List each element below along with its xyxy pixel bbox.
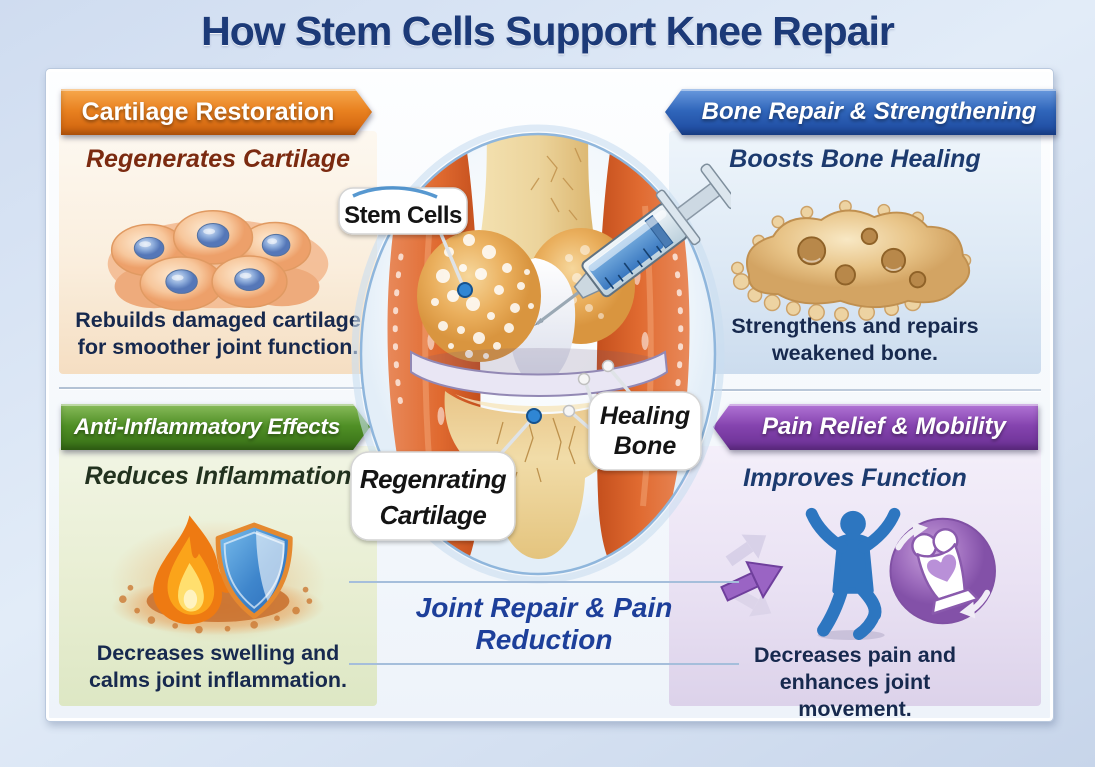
banner-anti-inflammatory: Anti-Inflammatory Effects — [61, 404, 370, 450]
active-person-and-joint-icon — [720, 507, 996, 641]
syringe-icon — [534, 163, 731, 326]
porous-bone-icon — [731, 199, 972, 322]
divider-left-column — [59, 387, 377, 389]
svg-text:Cartilage: Cartilage — [380, 500, 487, 530]
banner-cartilage-restoration: Cartilage Restoration — [61, 89, 372, 135]
svg-text:Healing: Healing — [600, 402, 690, 430]
svg-text:Stem Cells: Stem Cells — [344, 202, 462, 229]
card-pain-relief: Pain Relief & Mobility Improves Function — [669, 404, 1041, 721]
joint-mobility-badge-icon — [889, 517, 996, 625]
label-healing-bone: Healing Bone — [588, 391, 702, 471]
flame-and-shield-icon — [111, 515, 325, 636]
knee-anatomy-with-syringe-icon: Stem Cells Healing Bone Regenrating Cart… — [338, 124, 731, 584]
banner-pain-relief: Pain Relief & Mobility — [713, 404, 1038, 450]
content-panel: Cartilage Restoration Regenerates Cartil… — [45, 68, 1056, 722]
banner-bone-repair: Bone Repair & Strengthening — [665, 89, 1056, 135]
label-stem-cells: Stem Cells — [338, 186, 468, 235]
subtitle-boosts-bone-healing: Boosts Bone Healing — [729, 145, 981, 173]
body-mobility: Decreases pain and enhances joint moveme… — [754, 643, 956, 722]
divider-right-column — [669, 389, 1041, 391]
subtitle-regenerates-cartilage: Regenerates Cartilage — [85, 145, 350, 173]
body-cartilage: Rebuilds damaged cartilage for smoother … — [75, 308, 361, 360]
card-anti-inflammatory: Anti-Inflammatory Effects Reduces Inflam… — [59, 404, 377, 706]
injection-point-dot — [457, 282, 473, 298]
subtitle-improves-function: Improves Function — [743, 464, 967, 492]
subtitle-reduces-inflammation: Reduces Inflammation — [84, 462, 352, 490]
page-title: How Stem Cells Support Knee Repair — [201, 8, 895, 54]
cartilage-point-dot — [526, 408, 542, 424]
card-bone-repair: Bone Repair & Strengthening Boosts Bone … — [665, 89, 1056, 374]
cartilage-cells-icon — [107, 209, 329, 311]
healing-bone-dots — [562, 359, 615, 418]
label-regenerating-cartilage: Regenrating Cartilage — [350, 451, 516, 541]
caption-joint-repair: Joint Repair & Pain Reduction — [349, 581, 739, 665]
jumping-person-icon — [805, 507, 901, 641]
body-bone: Strengthens and repairs weakened bone. — [731, 314, 979, 366]
svg-text:Bone: Bone — [614, 432, 677, 460]
card-cartilage-restoration: Cartilage Restoration Regenerates Cartil… — [59, 89, 377, 374]
purple-arrow-icon — [720, 560, 784, 602]
body-inflammation: Decreases swelling and calms joint infla… — [88, 641, 348, 693]
svg-text:Regenrating: Regenrating — [360, 464, 507, 494]
